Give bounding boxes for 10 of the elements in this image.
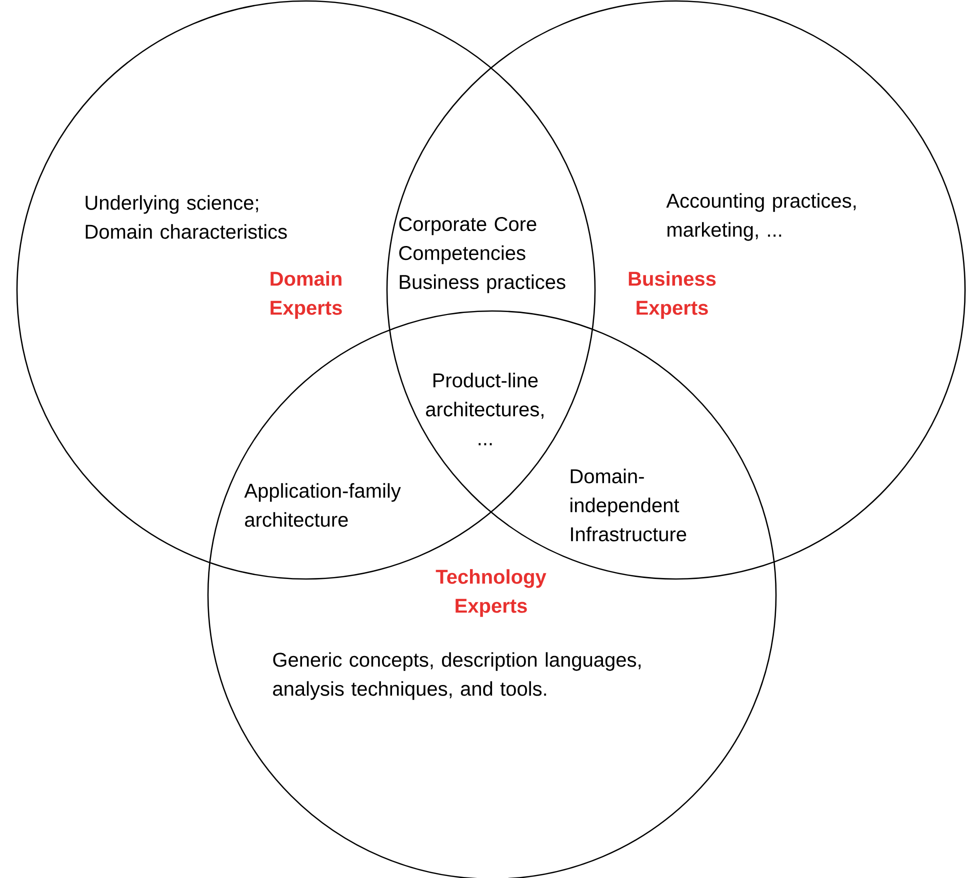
group-heading: Technology Experts (436, 569, 546, 617)
overlap-text: Domain- independent Infrastructure (570, 468, 686, 542)
overlap-text: Application-family architecture (244, 483, 401, 527)
group-heading: Business Experts (628, 271, 716, 319)
overlap-text: Product-line architectures, ... (426, 372, 544, 446)
overlap-text: Corporate Core Competencies Business practices (399, 216, 566, 294)
group-heading: Domain Experts (270, 271, 342, 319)
region-text: Accounting practices, marketing, ... (666, 193, 856, 241)
region-text: Underlying science; Domain characteristics (86, 195, 287, 239)
region-text: Generic concepts, description languages, analysis techniques, and tools. (273, 652, 641, 700)
